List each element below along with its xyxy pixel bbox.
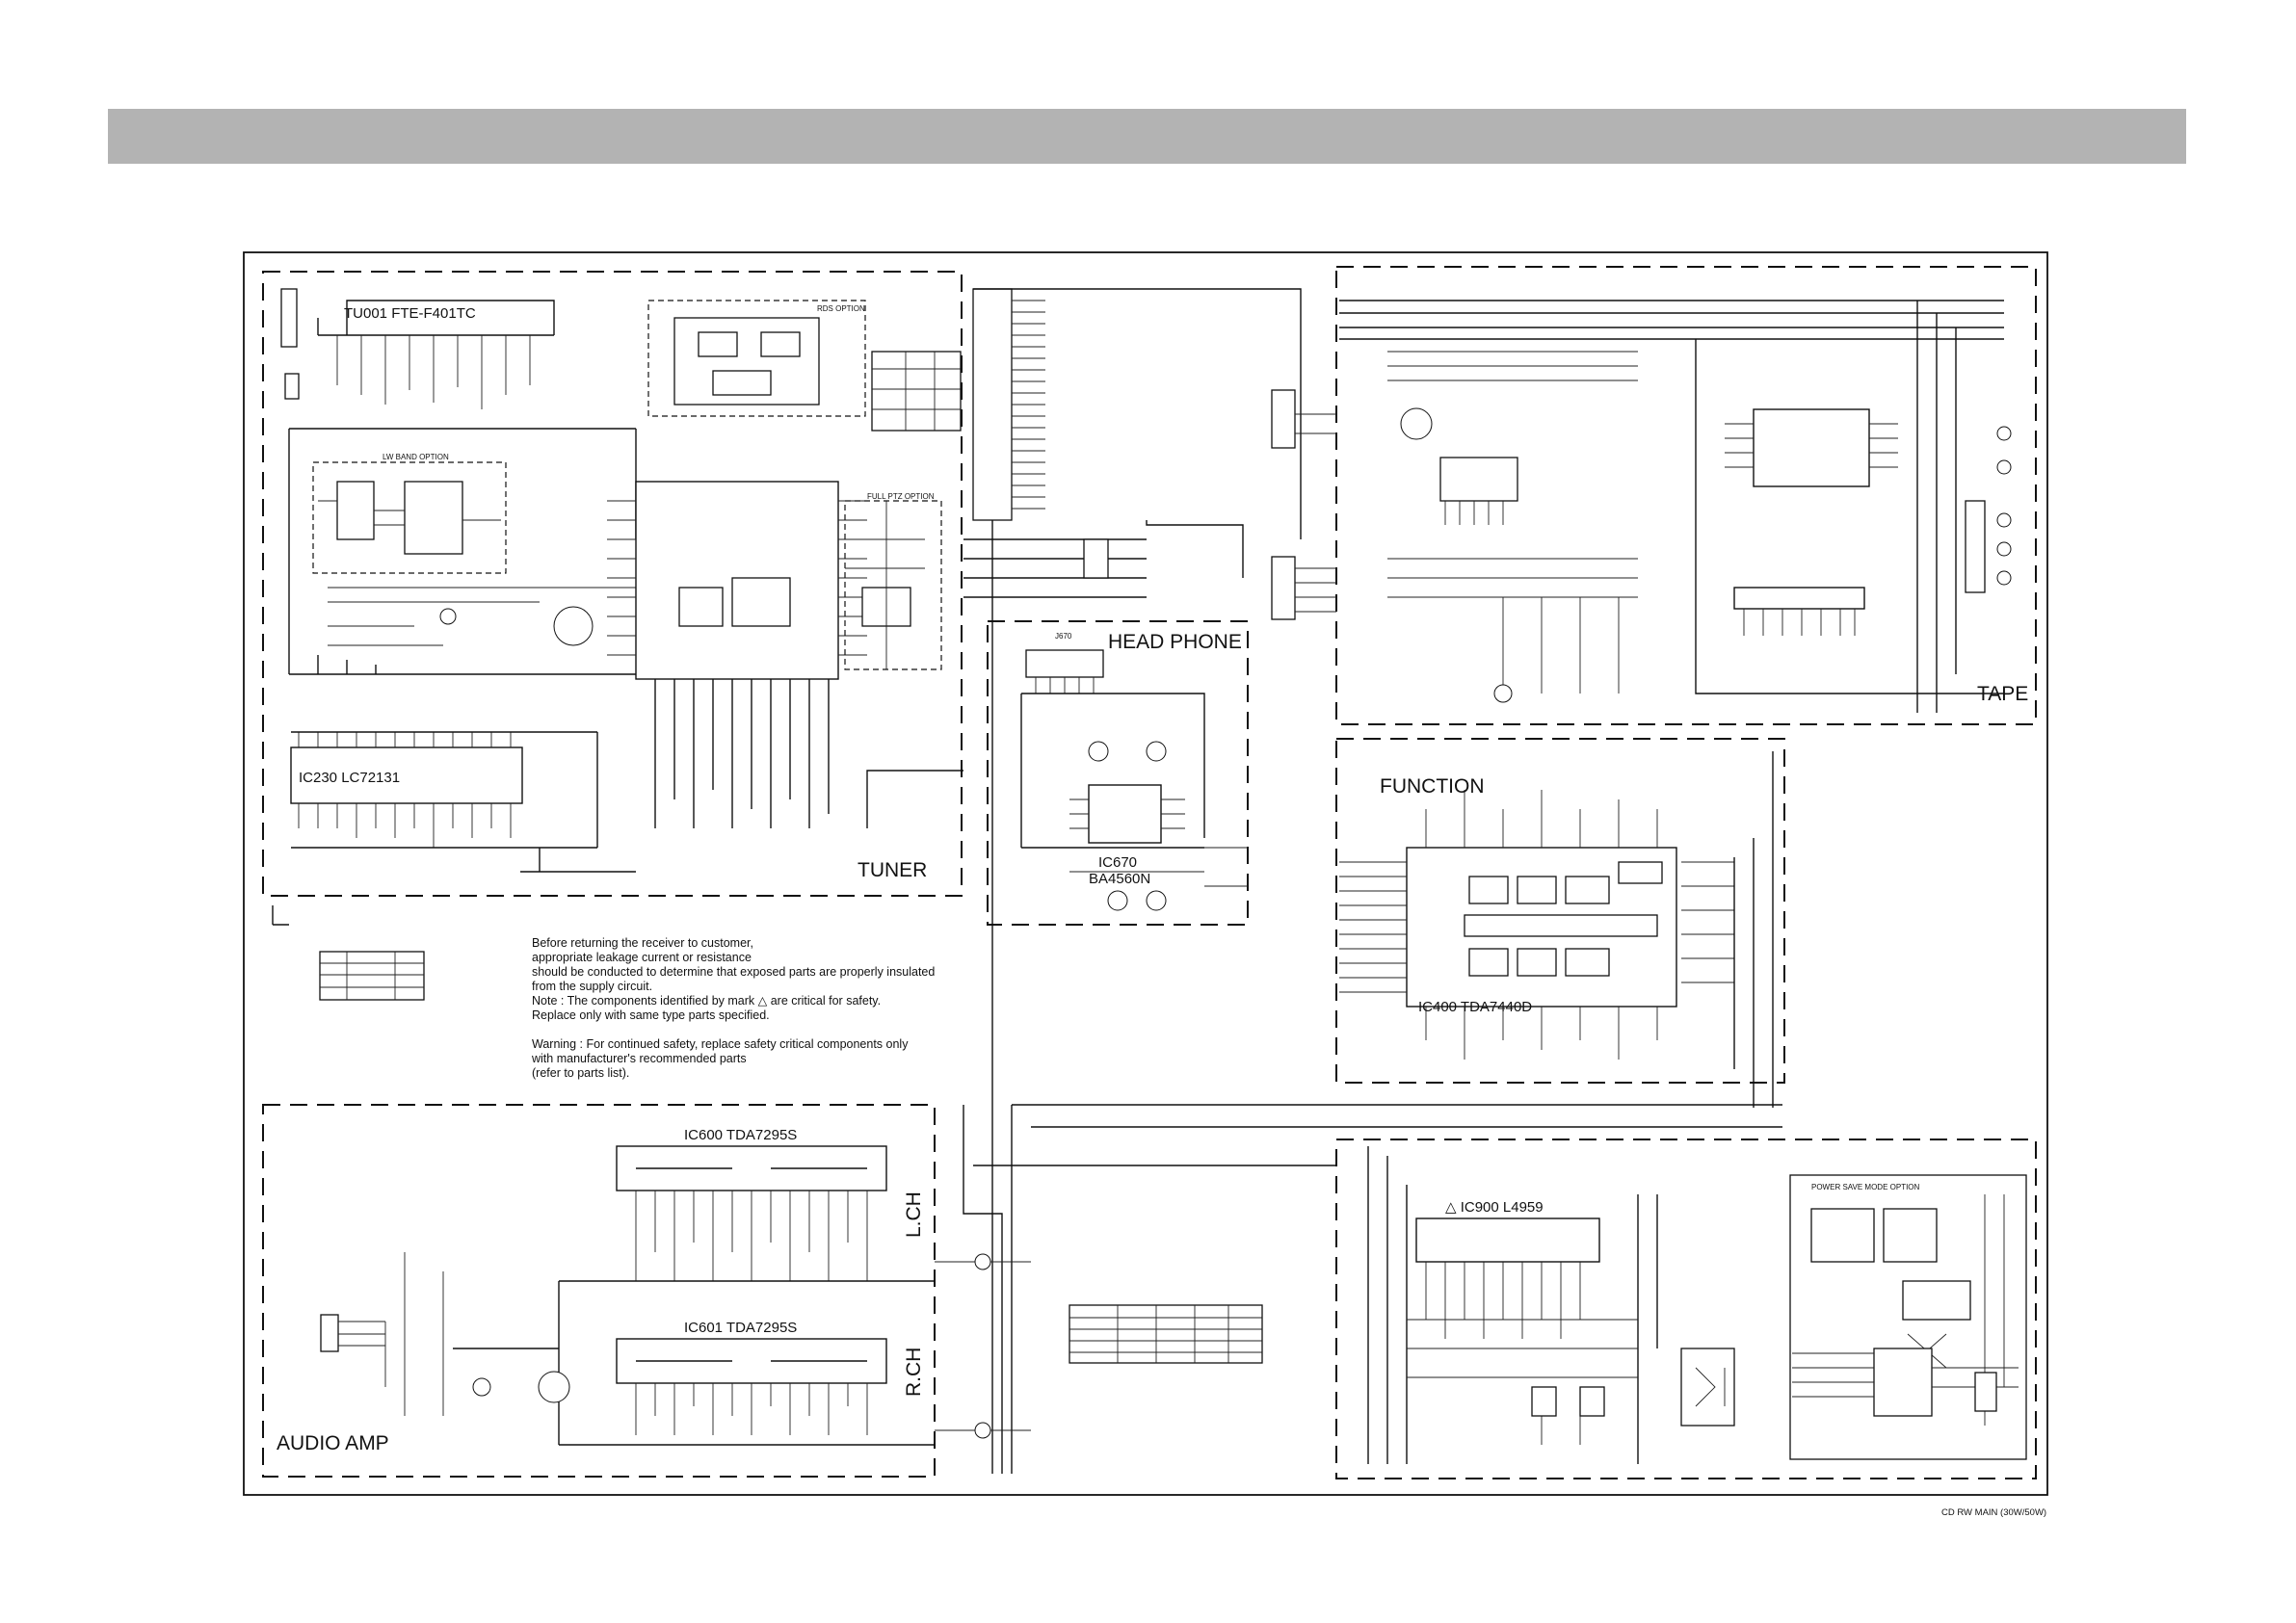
safety-note-line-9: with manufacturer's recommended parts bbox=[531, 1052, 747, 1065]
tuner-section-frame bbox=[262, 271, 963, 897]
ic230-chip bbox=[290, 746, 523, 804]
tape-label: TAPE bbox=[1977, 683, 2028, 705]
safety-note: Before returning the receiver to custome… bbox=[531, 936, 935, 1080]
ic670-part-label: BA4560N bbox=[1089, 871, 1150, 887]
safety-note-line-3: should be conducted to determine that ex… bbox=[532, 965, 935, 979]
safety-note-line-6: Replace only with same type parts specif… bbox=[532, 1008, 770, 1022]
ic900-label: △ IC900 L4959 bbox=[1445, 1199, 1544, 1216]
power-section-frame bbox=[1335, 1139, 2037, 1479]
tuner-section bbox=[272, 288, 963, 926]
schematic-frame bbox=[243, 251, 2048, 1496]
model-option-table bbox=[1069, 1304, 1263, 1364]
audio-amp-label: AUDIO AMP bbox=[277, 1432, 389, 1454]
function-label: FUNCTION bbox=[1380, 775, 1485, 798]
function-section bbox=[1339, 751, 1774, 1108]
ic400-label: IC400 TDA7440D bbox=[1418, 999, 1532, 1015]
safety-note-line-8: Warning : For continued safety, replace … bbox=[532, 1037, 909, 1051]
head-phone-section bbox=[1020, 649, 1248, 911]
ic601-label: IC601 TDA7295S bbox=[684, 1320, 797, 1336]
rds-option-label: RDS OPTION bbox=[817, 304, 865, 313]
tape-section bbox=[1339, 300, 2012, 713]
audio-amp-section-frame bbox=[262, 1104, 936, 1478]
ic670-chip bbox=[1088, 784, 1162, 844]
tape-preamp-ic bbox=[1753, 408, 1870, 487]
ic900-chip bbox=[1415, 1217, 1600, 1263]
rch-label: R.CH bbox=[903, 1348, 925, 1397]
safety-note-line-1: Before returning the receiver to custome… bbox=[532, 936, 753, 950]
safety-note-line-5: Note : The components identified by mark… bbox=[532, 994, 881, 1008]
model-caption: CD RW MAIN (30W/50W) bbox=[1941, 1507, 2046, 1518]
header-bar bbox=[108, 109, 2186, 164]
safety-note-line-10: (refer to parts list). bbox=[532, 1066, 629, 1080]
ic230-label: IC230 LC72131 bbox=[299, 770, 400, 786]
ic670-ref-label: IC670 bbox=[1098, 854, 1137, 871]
safety-note-line-4: from the supply circuit. bbox=[532, 980, 652, 993]
lch-label: L.CH bbox=[903, 1191, 925, 1238]
ic600-label: IC600 TDA7295S bbox=[684, 1127, 797, 1143]
power-save-option-label: POWER SAVE MODE OPTION bbox=[1811, 1183, 1920, 1191]
power-section bbox=[1367, 1146, 2027, 1464]
audio-amp-section bbox=[320, 1145, 1031, 1446]
safety-note-line-2: appropriate leakage current or resistanc… bbox=[532, 951, 752, 964]
j670-label: J670 bbox=[1055, 632, 1072, 641]
full-ptz-option-label: FULL PTZ OPTION bbox=[867, 492, 935, 501]
function-section-frame bbox=[1335, 738, 1785, 1084]
tuner-section-label: TUNER bbox=[858, 859, 927, 881]
tuner-module-label: TU001 FTE-F401TC bbox=[344, 305, 476, 322]
tape-section-frame bbox=[1335, 266, 2037, 725]
lw-band-option-label: LW BAND OPTION bbox=[383, 453, 449, 461]
head-phone-label: HEAD PHONE bbox=[1108, 631, 1242, 653]
head-phone-section-frame bbox=[987, 620, 1249, 926]
central-bus bbox=[963, 288, 1782, 1474]
tuner-type-table bbox=[319, 951, 425, 1001]
